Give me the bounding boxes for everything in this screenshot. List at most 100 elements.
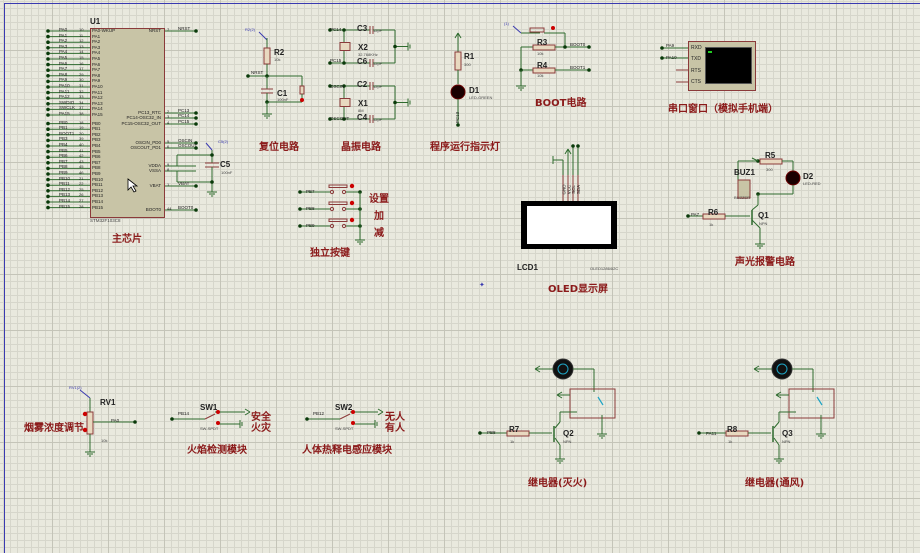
junction-dot <box>328 61 332 65</box>
oled-pin-label: SCL <box>570 185 576 194</box>
mcu-net-pc13: PC13 <box>178 108 190 113</box>
mcu-pin-number: 14 <box>79 49 84 55</box>
mcu-net-pa2: PA2 <box>59 38 68 44</box>
boot-button-indicator <box>551 26 555 30</box>
pir-state-someone: 有人 <box>385 423 405 434</box>
term-pin-txd: TXD <box>691 56 701 62</box>
mcu-pin-label: VDDA <box>148 163 161 168</box>
pin-terminal-dot <box>46 102 50 106</box>
boot-probe[interactable]: (1) <box>504 21 509 26</box>
c5-probe[interactable]: C5(2) <box>218 139 229 144</box>
pin-terminal-dot <box>46 113 50 117</box>
mcu-net-pa3: PA3 <box>59 43 68 49</box>
reset-caption: 复位电路 <box>259 142 299 153</box>
key-contact <box>329 206 335 212</box>
key-net-0: PB7 <box>306 189 315 194</box>
pin-terminal-dot <box>46 96 50 100</box>
oled-power-icon <box>567 148 572 155</box>
r7-ref: R7 <box>509 425 520 434</box>
pin-terminal-dot <box>46 161 50 165</box>
pin-terminal-dot <box>46 149 50 154</box>
x2-ref: X2 <box>358 43 368 52</box>
net-pb14: PB14 <box>178 411 190 416</box>
mcu-caption: 主芯片 <box>112 234 142 245</box>
mcu-body[interactable] <box>90 28 165 218</box>
boot-caption: BOOT电路 <box>535 98 587 109</box>
d1-ref: D1 <box>469 86 480 95</box>
mcu-pin-label: PA0-WKUP <box>92 28 116 33</box>
c6-value: 12pF <box>373 61 383 66</box>
junction-dot <box>246 74 250 78</box>
rv1-probe[interactable]: RV1(2) <box>69 385 82 390</box>
mcu-pin-label: PA11 <box>92 89 103 95</box>
x1-crystal <box>339 98 351 107</box>
mcu-pin-label: PA6 <box>92 61 101 67</box>
pin-terminal-dot <box>46 51 50 56</box>
junction-dot <box>170 417 174 421</box>
r4-value: 10k <box>537 73 544 78</box>
c4-value: 12pF <box>373 117 383 122</box>
junction-dot <box>393 44 397 49</box>
net-pa0: PA0 <box>111 418 120 423</box>
r4-ref: R4 <box>537 61 548 70</box>
rv1-potentiometer <box>86 411 94 435</box>
mcu-pin-label: PA14 <box>92 106 103 112</box>
mcu-pin-number: 19 <box>79 125 84 131</box>
pir-state-none: 无人 <box>385 412 405 423</box>
relay1-relay <box>569 388 616 419</box>
mcu-pin-number: 8 <box>167 167 170 172</box>
mcu-net-pb8: PB8 <box>59 164 68 170</box>
pin-terminal-dot <box>194 146 198 150</box>
d2-value: LED-RED <box>803 181 821 186</box>
r1-ref: R1 <box>464 52 475 61</box>
mcu-pin-label: PB10 <box>92 176 104 182</box>
term-pin-rts: RTS <box>691 68 701 74</box>
key-label-minus: 减 <box>374 228 384 239</box>
terminal-screen[interactable] <box>705 47 752 84</box>
mcu-pin-label: VBAT <box>149 183 161 188</box>
sw2-indicator <box>351 410 355 414</box>
net-pc15: PC15 <box>330 58 342 63</box>
pin-terminal-dot <box>46 172 50 176</box>
mcu-pin-number: 9 <box>167 162 170 167</box>
flame-caption: 火焰检测模块 <box>187 445 247 456</box>
mcu-pin-label: OSCOUT_PD1 <box>130 145 161 150</box>
mcu-pin-label: PB0 <box>92 120 101 126</box>
mcu-pin-number: 39 <box>79 136 84 142</box>
sw1-part: SW-SPDT <box>200 426 219 431</box>
pin-terminal-dot <box>194 141 198 145</box>
r6-value: 1k <box>709 222 714 227</box>
relay-power-icon <box>556 391 563 396</box>
pin-terminal-dot <box>46 194 50 199</box>
serial-caption: 串口窗口（模拟手机端） <box>668 104 778 115</box>
motor-power-icon <box>753 368 760 373</box>
motor-power-icon <box>534 368 541 373</box>
key-button-1 <box>328 201 348 205</box>
junction-dot <box>210 180 214 184</box>
junction-dot <box>456 123 460 127</box>
mcu-pin-number: 21 <box>79 175 84 181</box>
reset-probe[interactable]: R2(2) <box>245 27 256 32</box>
mcu-net-pb12: PB12 <box>59 186 71 192</box>
key-contact <box>341 189 347 195</box>
oled-pin-label: SDA <box>576 184 582 195</box>
mcu-net-pa6: PA6 <box>59 60 68 66</box>
alarm-power-icon <box>751 157 759 162</box>
mcu-pin-label: PC14-OSC32_IN <box>126 115 161 120</box>
mcu-pin-number: 30 <box>79 77 84 83</box>
motor-rotor <box>776 363 788 375</box>
key-contact <box>341 223 347 229</box>
mcu-net-pa8: PA8 <box>59 71 68 77</box>
mcu-pin-label: PB9 <box>92 171 101 176</box>
junction-dot <box>563 45 567 49</box>
x2-value: 32.768KHz <box>358 52 378 57</box>
x1-value: 8M <box>358 108 364 113</box>
mcu-pin-number: 7 <box>167 27 170 32</box>
mcu-pin-number: 26 <box>79 192 84 198</box>
d2-led <box>785 170 801 186</box>
pin-terminal-dot <box>46 189 50 193</box>
mcu-pin-label: PA8 <box>92 72 101 78</box>
pin-terminal-dot <box>46 144 50 148</box>
pin-terminal-dot <box>46 34 50 39</box>
